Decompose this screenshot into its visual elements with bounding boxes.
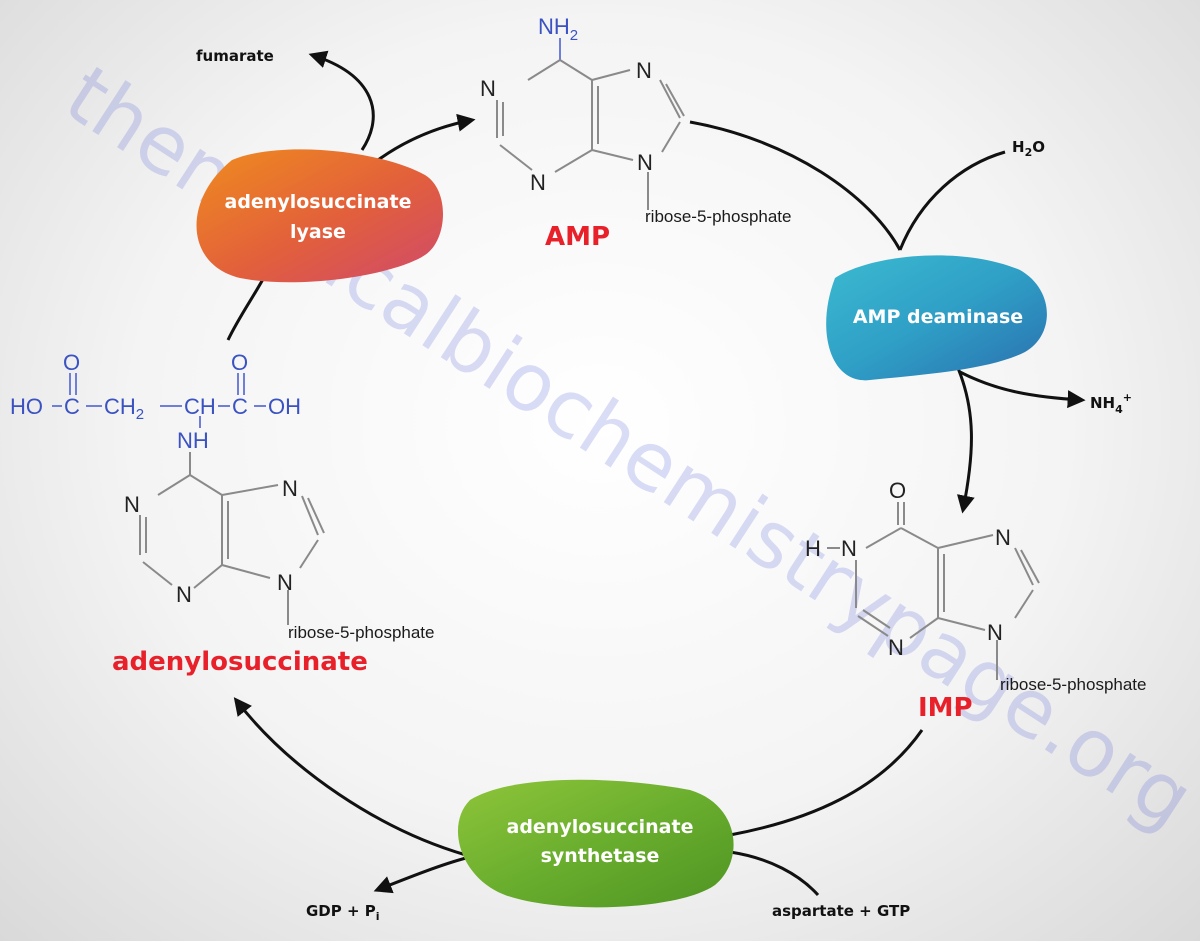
imp-o: O bbox=[889, 478, 906, 503]
amp-n1: N bbox=[480, 76, 496, 101]
adsucc-n7: N bbox=[282, 476, 298, 501]
amp-n7: N bbox=[636, 58, 652, 83]
adsucc-n9: N bbox=[277, 570, 293, 595]
succ-nh: NH bbox=[177, 428, 209, 453]
arrow-nh4 bbox=[959, 370, 1086, 409]
amp-label: AMP bbox=[545, 222, 610, 252]
arc-amp-to-deaminase bbox=[689, 120, 902, 251]
succ-ch2: CH2 bbox=[104, 394, 144, 423]
succ-ho: HO bbox=[10, 394, 43, 419]
adsucc-n1: N bbox=[124, 492, 140, 517]
lyase-label-line1: adenylosuccinate bbox=[225, 191, 412, 213]
enzyme-adenylosuccinate-lyase: adenylosuccinate lyase bbox=[196, 149, 444, 283]
arrow-fumarate bbox=[308, 50, 375, 151]
amp-n3: N bbox=[530, 170, 546, 195]
succ-o2: O bbox=[231, 350, 248, 375]
succ-c2: C bbox=[232, 394, 248, 419]
amp-structure: NH2 N N N N ribose-5-phosphate AMP bbox=[480, 14, 791, 252]
lyase-label-line2: lyase bbox=[290, 221, 346, 243]
adenylosuccinate-structure: O O HO C CH2 CH C OH NH N N N N ribose-5… bbox=[10, 350, 434, 677]
arc-imp-to-synthetase bbox=[729, 729, 924, 837]
arrow-deaminase-to-imp bbox=[956, 367, 975, 514]
adsucc-n3: N bbox=[176, 582, 192, 607]
enzyme-adenylosuccinate-synthetase: adenylosuccinate synthetase bbox=[457, 779, 734, 908]
imp-n9: N bbox=[987, 620, 1003, 645]
gdp-pi-label: GDP + Pi bbox=[306, 902, 380, 923]
adsucc-ribose: ribose-5-phosphate bbox=[288, 623, 434, 642]
imp-h: H bbox=[805, 536, 821, 561]
enzyme-amp-deaminase: AMP deaminase bbox=[826, 255, 1047, 381]
imp-ribose: ribose-5-phosphate bbox=[1000, 675, 1146, 694]
amp-n9: N bbox=[637, 150, 653, 175]
h2o-label: H2O bbox=[1012, 138, 1045, 159]
arrow-synthetase-to-adenylosuccinate bbox=[233, 697, 467, 857]
line-aspartate-gtp bbox=[729, 850, 820, 897]
amp-ribose: ribose-5-phosphate bbox=[645, 207, 791, 226]
deaminase-label: AMP deaminase bbox=[853, 306, 1023, 328]
aspartate-gtp-label: aspartate + GTP bbox=[772, 902, 910, 920]
arrow-gdp bbox=[373, 856, 467, 894]
succ-c1: C bbox=[64, 394, 80, 419]
imp-structure: O H N N N N ribose-5-phosphate IMP bbox=[805, 478, 1146, 723]
fumarate-label: fumarate bbox=[196, 47, 274, 65]
succ-oh: OH bbox=[268, 394, 301, 419]
imp-n3: N bbox=[888, 635, 904, 660]
imp-label: IMP bbox=[918, 693, 973, 723]
succ-ch: CH bbox=[184, 394, 216, 419]
succ-o1: O bbox=[63, 350, 80, 375]
imp-n7: N bbox=[995, 525, 1011, 550]
nh4-label: NH4+ bbox=[1090, 391, 1132, 416]
imp-n1: N bbox=[841, 536, 857, 561]
watermark-text: themedicalbiochemistrypage.org bbox=[50, 48, 1200, 846]
synthetase-label-line2: synthetase bbox=[541, 845, 660, 867]
amp-nh2: NH2 bbox=[538, 14, 578, 44]
line-h2o bbox=[898, 150, 1006, 251]
synthetase-label-line1: adenylosuccinate bbox=[507, 816, 694, 838]
arrow-lyase-to-amp bbox=[377, 113, 476, 162]
adenylosuccinate-label: adenylosuccinate bbox=[112, 647, 368, 677]
